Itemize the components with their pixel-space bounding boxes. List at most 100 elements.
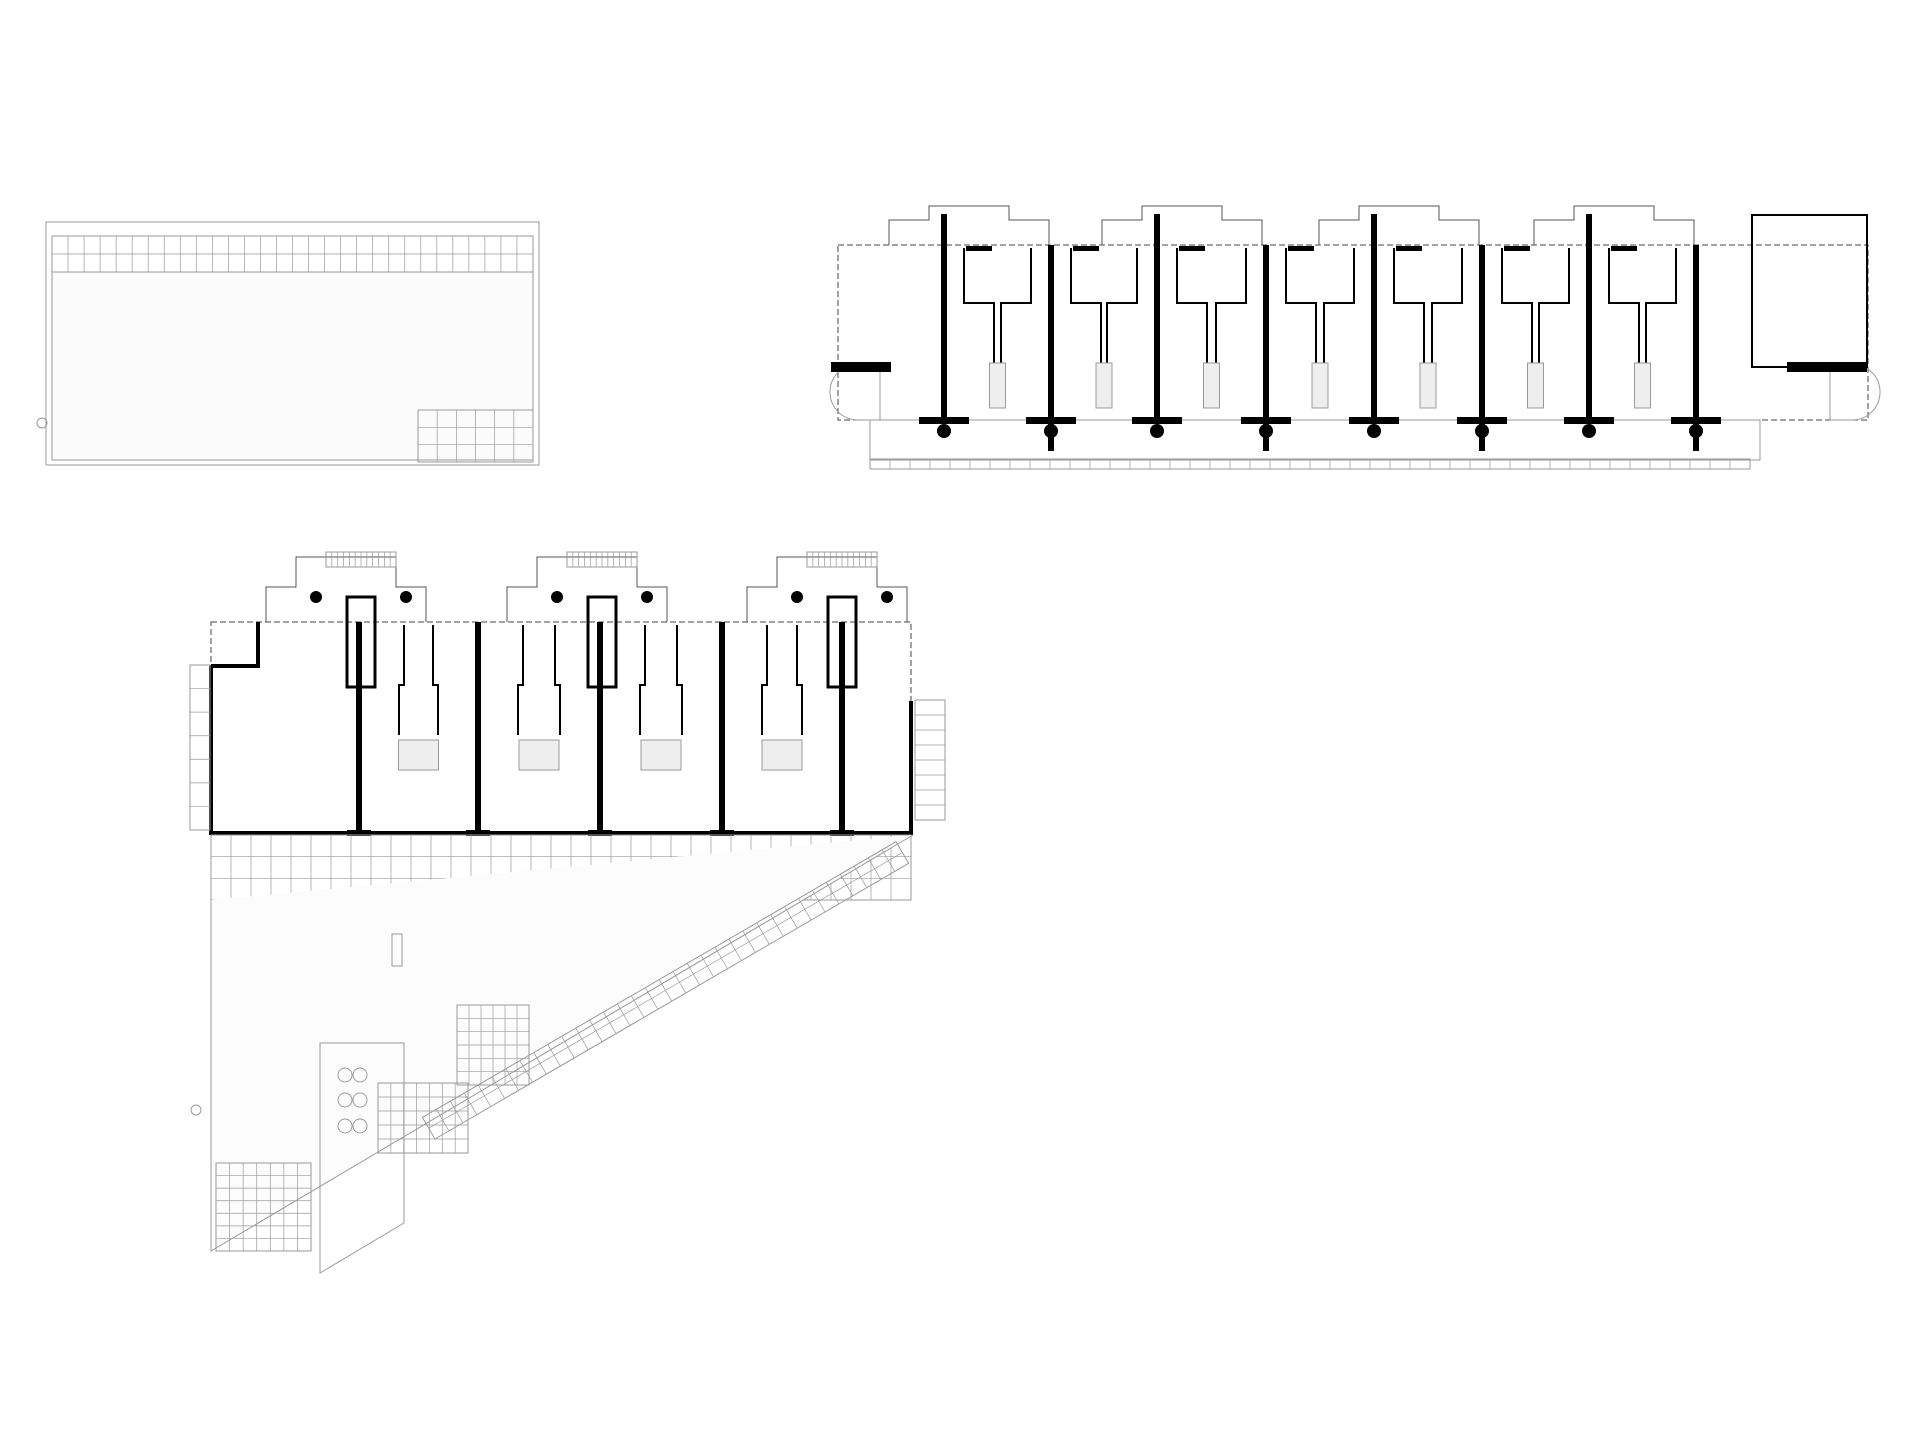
column — [881, 591, 893, 603]
tree — [337, 1067, 353, 1083]
wall-segment — [830, 830, 854, 836]
column — [1150, 424, 1164, 438]
drain — [190, 1104, 202, 1116]
wall-segment — [1457, 417, 1507, 424]
wall-segment — [347, 830, 371, 836]
bedroom-walls — [639, 625, 683, 735]
tree — [337, 1118, 353, 1134]
bedroom-walls — [1608, 248, 1677, 363]
column — [1475, 424, 1489, 438]
side-stair — [189, 664, 211, 831]
bedroom-walls — [1176, 248, 1247, 363]
wall-segment — [1026, 417, 1076, 424]
wall-segment — [1671, 417, 1721, 424]
solar-panel-row — [421, 841, 910, 1140]
wall-segment — [588, 830, 612, 836]
tree — [337, 1092, 353, 1108]
balcony-bay — [1318, 205, 1480, 245]
column — [310, 591, 322, 603]
window-lintel — [1288, 246, 1314, 251]
ground-floor-plan — [189, 551, 946, 1274]
bedroom-walls — [1501, 248, 1570, 363]
stair-core — [586, 595, 618, 689]
upper-floor-plan — [829, 205, 1881, 470]
stair-core — [826, 595, 858, 689]
solar-panel-grid-line — [428, 852, 903, 1129]
tree — [352, 1092, 368, 1108]
bathroom — [1095, 362, 1113, 409]
planting-bed — [215, 1162, 312, 1252]
wall-segment — [1132, 417, 1182, 424]
balcony-bay — [1101, 205, 1263, 245]
party-wall — [1586, 214, 1592, 420]
balcony-bay — [746, 556, 908, 622]
wall-segment — [919, 417, 969, 424]
party-wall — [1263, 245, 1269, 451]
courtyard — [210, 834, 914, 1252]
window-lintel — [1073, 246, 1099, 251]
party-wall — [1048, 245, 1054, 451]
column — [1582, 424, 1596, 438]
party-wall — [1154, 214, 1160, 420]
wall-segment — [466, 830, 490, 836]
wall-segment — [710, 830, 734, 836]
bathroom — [518, 739, 560, 771]
column — [551, 591, 563, 603]
bedroom-walls — [1285, 248, 1355, 363]
wall-segment — [1241, 417, 1291, 424]
party-wall — [1693, 245, 1699, 451]
gallery-walkway — [869, 419, 1761, 461]
party-wall — [597, 622, 603, 833]
roof-parapet — [51, 271, 534, 461]
balcony-bay — [265, 556, 427, 622]
solar-panel-box — [417, 409, 534, 463]
bedroom-walls — [1070, 248, 1138, 363]
bedroom-walls — [517, 625, 561, 735]
roof-outline — [45, 221, 540, 466]
party-wall — [941, 214, 947, 420]
column — [791, 591, 803, 603]
party-wall — [356, 622, 362, 833]
column — [1044, 424, 1058, 438]
bathroom — [761, 739, 803, 771]
bathroom — [1634, 362, 1651, 409]
bedroom-walls — [963, 248, 1032, 363]
party-wall — [1479, 245, 1485, 451]
roof-drain — [36, 417, 48, 429]
balcony-bay — [1533, 205, 1695, 245]
bedroom-walls — [398, 625, 439, 735]
structural-wall — [831, 362, 891, 372]
bathroom — [398, 739, 439, 771]
end-unit-room — [1751, 214, 1868, 368]
solar-panel-band — [51, 235, 534, 273]
bedroom-walls — [761, 625, 803, 735]
window-lintel — [1611, 246, 1637, 251]
window-lintel — [1179, 246, 1205, 251]
tree — [352, 1067, 368, 1083]
wall-segment — [1564, 417, 1614, 424]
exterior-wall — [209, 622, 913, 835]
tree — [352, 1118, 368, 1134]
party-wall — [719, 622, 725, 833]
balcony-bay — [506, 556, 668, 622]
window-lintel — [1396, 246, 1422, 251]
bathroom — [1527, 362, 1544, 409]
bathroom — [1419, 362, 1437, 409]
bathroom — [989, 362, 1006, 409]
column — [641, 591, 653, 603]
stair-core — [345, 595, 377, 689]
window-lintel — [1504, 246, 1530, 251]
stair-right — [1829, 363, 1881, 421]
column — [1689, 424, 1703, 438]
bathroom — [640, 739, 682, 771]
party-wall — [475, 622, 481, 833]
column — [400, 591, 412, 603]
bathroom — [1203, 362, 1220, 409]
column — [1367, 424, 1381, 438]
stair-left — [829, 363, 881, 421]
skylight — [391, 933, 403, 967]
wall-segment — [1349, 417, 1399, 424]
balcony-bay — [888, 205, 1050, 245]
column — [937, 424, 951, 438]
